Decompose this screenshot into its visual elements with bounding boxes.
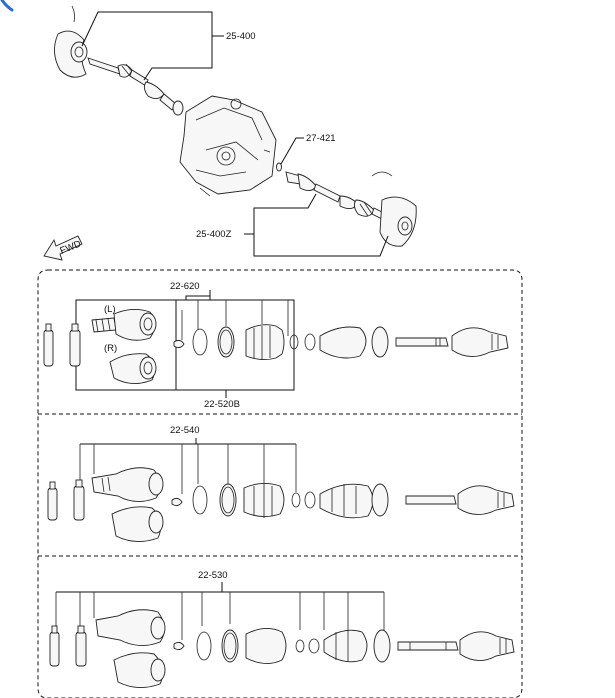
callout-25-400z: 25-400Z xyxy=(196,229,232,240)
fwd-arrow: FWD xyxy=(43,235,83,261)
top-drive-shaft xyxy=(87,57,184,116)
callout-27-421: 27-421 xyxy=(306,133,336,144)
fwd-label: FWD xyxy=(59,238,83,256)
right-hub-knuckle xyxy=(371,171,417,247)
kit-panel-b: 22-540 xyxy=(47,425,515,542)
corner-mark xyxy=(0,0,14,12)
joint-left-label: (L) xyxy=(104,304,116,315)
transaxle-housing xyxy=(179,95,277,197)
top-assembly: 25-400 27-421 25-400Z FWD xyxy=(43,5,417,261)
callout-22-520b: 22-520B xyxy=(204,399,240,410)
callout-25-400: 25-400 xyxy=(226,31,256,42)
joint-right-label: (R) xyxy=(104,343,117,354)
callout-22-530: 22-530 xyxy=(198,570,228,581)
kit-panel-a: 22-620 22-520B (L) (R) xyxy=(43,281,509,410)
clip-ring xyxy=(276,162,282,172)
callout-22-540: 22-540 xyxy=(170,425,200,436)
callout-22-620: 22-620 xyxy=(170,281,200,292)
kit-panel-c: 22-530 xyxy=(49,570,515,688)
right-drive-shaft xyxy=(285,171,387,221)
